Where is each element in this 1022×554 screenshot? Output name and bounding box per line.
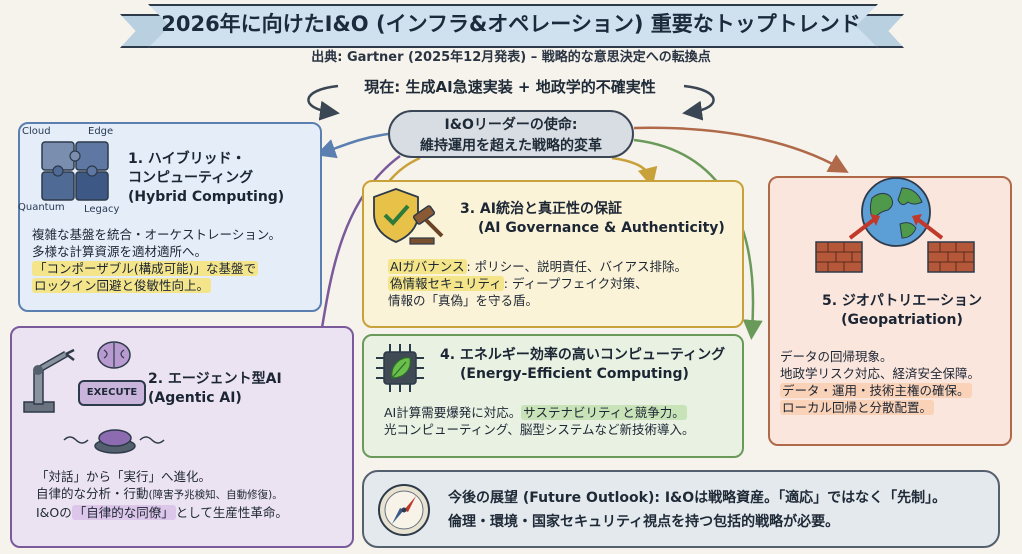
trend5-body: データの回帰現象。 地政学リスク対応、経済安全保障。 データ・運用・技術主権の確… (780, 348, 1010, 416)
compass-icon (378, 484, 430, 536)
trend3-body-highlight: 偽情報セキュリティ (388, 276, 504, 291)
trend5-body-highlight: ローカル回帰と分散配置。 (780, 400, 935, 415)
trend3-body-line: 情報の「真偽」を守る盾。 (388, 293, 539, 308)
gavel-icon (409, 205, 444, 245)
trend2-body-line: 「対話」から「実行」へ進化。 (36, 469, 212, 484)
trend1-body-highlight: ロックイン回避と俊敏性向上。 (32, 278, 212, 293)
trend1-body-line: 複雑な基盤を統合・オーケストレーション。 (32, 227, 282, 242)
trend3-body-text: : ディープフェイク対策、 (503, 276, 648, 291)
trend5-body-line: データの回帰現象。 (780, 349, 893, 364)
trend5-title: 5. ジオパトリエーション (Geopatriation) (792, 292, 1012, 330)
trend5-body-highlight: データ・運用・技術主権の確保。 (780, 383, 972, 398)
trend3-title-en: (AI Governance & Authenticity) (478, 220, 725, 236)
robot-arm-icon (23, 348, 75, 413)
outlook-text-line: 今後の展望 (Future Outlook): I&Oは戦略資産。 (448, 490, 779, 506)
mission-line-1: I&Oリーダーの使命: (444, 117, 578, 133)
trend2-body-note: (障害予兆検知、自動修復)。 (148, 489, 283, 501)
trend2-body-text: 自律的な分析・行動 (36, 486, 149, 501)
chip-leaf-icon (376, 344, 424, 392)
trend2-title: 2. エージェント型AI (Agentic AI) (148, 370, 348, 408)
trend1-body: 複雑な基盤を統合・オーケストレーション。 多様な計算資源を適材適所へ。 「コンポ… (32, 226, 322, 294)
trend1-title-line1: 1. ハイブリッド・ (128, 151, 246, 167)
trend2-title-en: (Agentic AI) (148, 390, 242, 406)
outlook-text: 今後の展望 (Future Outlook): I&Oは戦略資産。「適応」ではな… (448, 486, 994, 534)
trend5-title-en: (Geopatriation) (841, 312, 963, 328)
trend3-body: AIガバナンス: ポリシー、説明責任、バイアス排除。 偽情報セキュリティ: ディ… (388, 258, 740, 309)
trend1-title-line2: コンピューティング (128, 170, 254, 186)
trend5-body-line: 地政学リスク対応、経済安全保障。 (780, 366, 981, 381)
trend2-body-highlight: 「自律的な同僚」 (71, 505, 176, 520)
trend5-title-line1: 5. ジオパトリエーション (821, 293, 983, 309)
current-situation: 現在: 生成AI急速実装 + 地政学的不確実性 (364, 78, 656, 96)
trend-card-ai-governance: 3. AI統治と真正性の保証 (AI Governance & Authenti… (362, 180, 744, 328)
mission-pill: I&Oリーダーの使命: 維持運用を超えた戦略的変革 (388, 110, 634, 158)
trend4-title-en: (Energy-Efficient Computing) (460, 366, 689, 382)
trend3-title: 3. AI統治と真正性の保証 (AI Governance & Authenti… (460, 200, 740, 238)
trend2-body-text: として生産性革命。 (175, 505, 288, 520)
outlook-text-line: 倫理・環境・国家セキュリティ視点を持つ包括的戦略が必要。 (448, 514, 840, 530)
trend1-title: 1. ハイブリッド・ コンピューティング (Hybrid Computing) (128, 150, 318, 207)
future-outlook-box: 今後の展望 (Future Outlook): I&Oは戦略資産。「適応」ではな… (362, 470, 1000, 548)
trend-card-agentic-ai: EXECUTE 2. エージェント型AI (Agentic AI) 「対話」から… (10, 326, 354, 548)
trend2-title-line1: 2. エージェント型AI (148, 371, 282, 387)
brain-icon (97, 341, 131, 369)
label-edge: Edge (88, 126, 114, 137)
trend4-body-text: AI計算需要爆発に対応。 (384, 405, 522, 420)
trend3-body-text: : ポリシー、説明責任、バイアス排除。 (466, 259, 688, 274)
trend1-title-en: (Hybrid Computing) (128, 189, 285, 205)
trend4-title: 4. エネルギー効率の高いコンピューティング (Energy-Efficient… (440, 346, 740, 384)
puzzle-icon (41, 141, 109, 201)
trend3-title-line1: 3. AI統治と真正性の保証 (460, 201, 622, 217)
trend3-body-highlight: AIガバナンス (388, 259, 467, 274)
mission-line-2: 維持運用を超えた戦略的変革 (420, 138, 602, 154)
label-legacy: Legacy (84, 204, 120, 215)
trend-card-geopatriation: 5. ジオパトリエーション (Geopatriation) データの回帰現象。 … (768, 176, 1012, 446)
outlook-text-line: 「適応」ではなく「先制」。 (778, 490, 947, 506)
trend4-body: AI計算需要爆発に対応。サステナビリティと競争力。 光コンピューティング、脳型シ… (384, 404, 740, 438)
trend2-body: 「対話」から「実行」へ進化。 自律的な分析・行動(障害予兆検知、自動修復)。 I… (36, 468, 354, 521)
trend4-body-highlight: サステナビリティと競争力。 (521, 405, 687, 420)
trend-card-energy-efficient: 4. エネルギー効率の高いコンピューティング (Energy-Efficient… (362, 334, 744, 458)
execute-button: EXECUTE (78, 380, 146, 406)
trend4-title-line1: 4. エネルギー効率の高いコンピューティング (440, 347, 726, 363)
push-button-icon (63, 429, 165, 454)
page-subtitle: 出典: Gartner (2025年12月発表) – 戦略的な意思決定への転換点 (311, 50, 711, 65)
trend1-body-line: 多様な計算資源を適材適所へ。 (32, 244, 208, 259)
globe-walls-icon (815, 177, 975, 273)
trend-card-hybrid-computing: Cloud Edge Quantum Legacy 1. ハイブリッド・ コンピ… (18, 122, 322, 312)
page-title: 2026年に向けたI&O (インフラ&オペレーション) 重要なトップトレンド (161, 12, 861, 36)
trend4-body-line: 光コンピューティング、脳型システムなど新技術導入。 (384, 422, 695, 437)
label-quantum: Quantum (18, 202, 65, 213)
label-cloud: Cloud (22, 126, 51, 137)
trend2-body-text: I&Oの (36, 505, 72, 520)
trend1-body-highlight: 「コンポーザブル(構成可能)」な基盤で (32, 261, 259, 276)
